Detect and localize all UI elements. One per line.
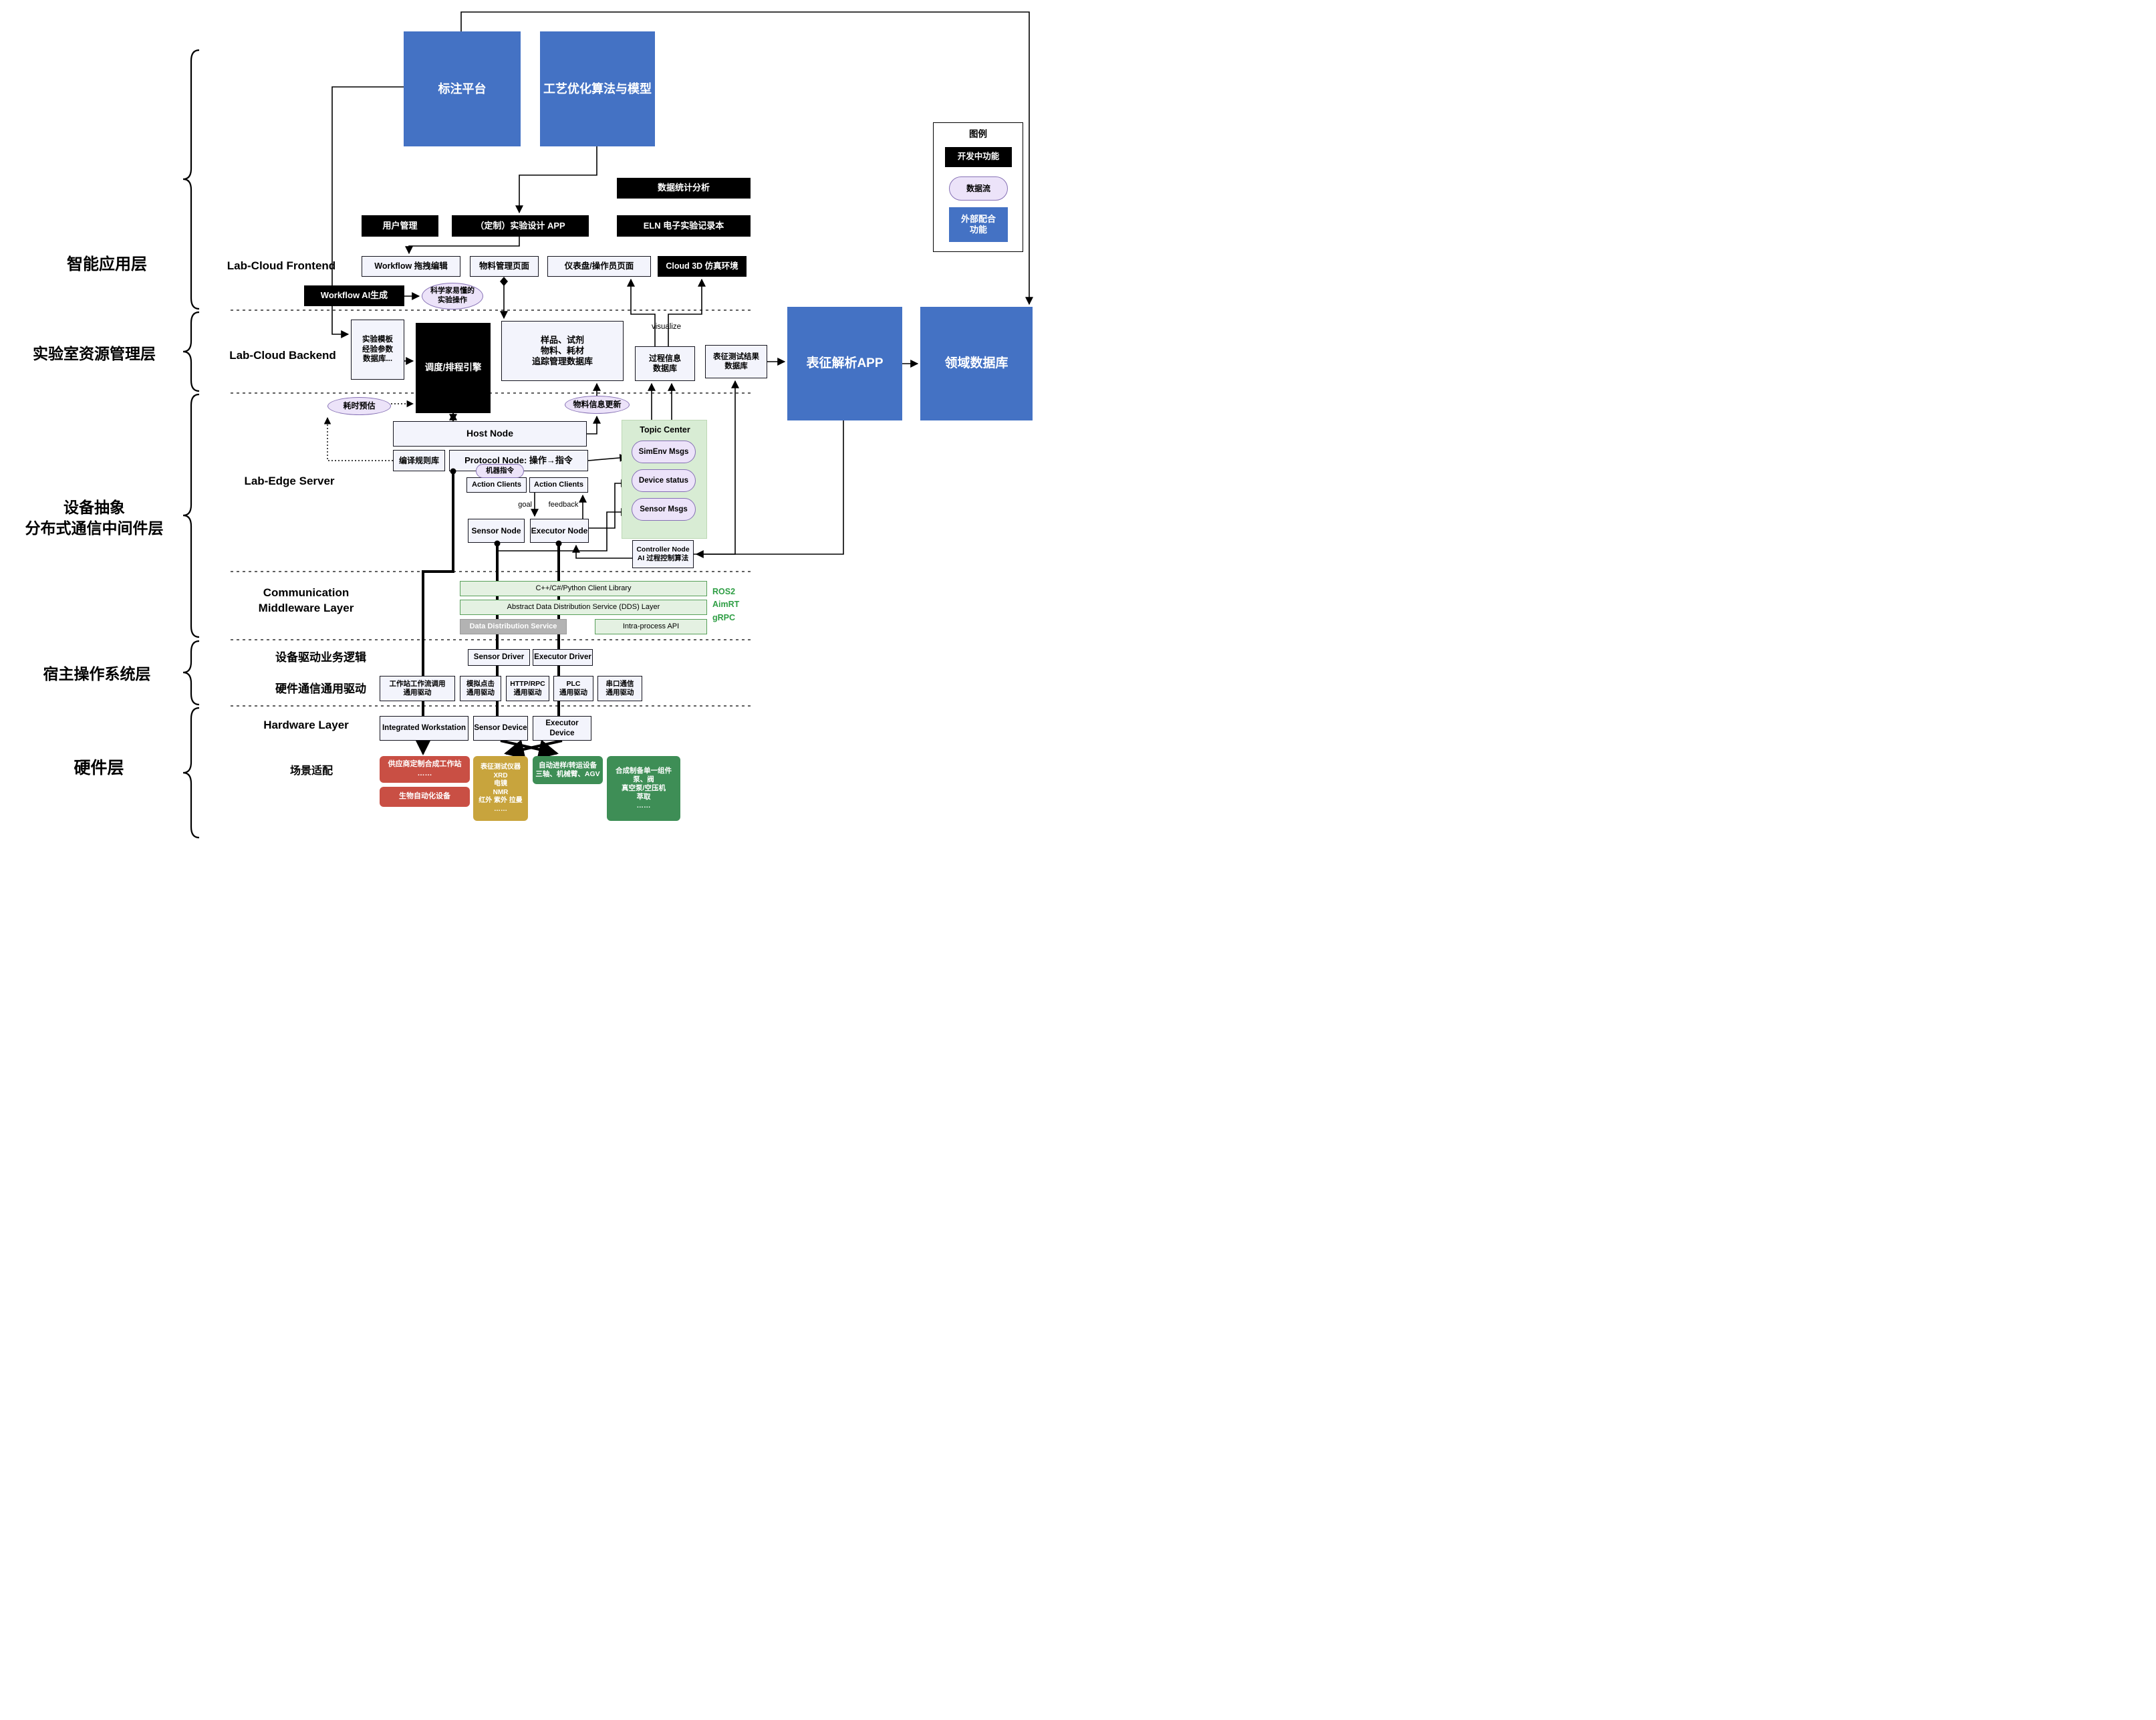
sensor-msgs-pill: Sensor Msgs <box>632 498 696 521</box>
sensor-driver-box: Sensor Driver <box>468 649 530 666</box>
legend-panel: 图例 开发中功能 数据流 外部配合 功能 <box>933 122 1023 252</box>
middleware-protocols-label: ROS2 AimRT gRPC <box>712 587 740 622</box>
dds-layer-bar: Abstract Data Distribution Service (DDS)… <box>460 600 707 615</box>
client-library-bar: C++/C#/Python Client Library <box>460 581 707 596</box>
time-estimate-pill: 耗时预估 <box>327 397 391 415</box>
data-statistics-box: 数据统计分析 <box>617 178 751 199</box>
hw-comm-driver-label: 硬件通信通用驱动 <box>275 683 366 695</box>
eln-box: ELN 电子实验记录本 <box>617 215 751 237</box>
workflow-ai-box: Workflow AI生成 <box>304 285 404 306</box>
layer-label-hardware: 硬件层 <box>74 759 124 777</box>
material-page-box: 物料管理页面 <box>470 256 539 277</box>
intra-process-api-bar: Intra-process API <box>595 619 707 634</box>
executor-device-box: Executor Device <box>533 716 591 741</box>
communication-middleware-label: Communication Middleware Layer <box>258 586 354 614</box>
integrated-workstation-box: Integrated Workstation <box>380 716 468 741</box>
layer-label-app: 智能应用层 <box>67 255 147 273</box>
lab-cloud-backend-label: Lab-Cloud Backend <box>229 349 336 362</box>
sample-tracking-db-box: 样品、试剂 物料、耗材 追踪管理数据库 <box>501 321 624 381</box>
topic-center-title: Topic Center <box>640 425 690 435</box>
legend-developing-swatch: 开发中功能 <box>945 147 1012 167</box>
synthesis-components-box: 合成制备单一组件 泵、阀 真空泵/空压机 萃取 …… <box>607 756 680 821</box>
simenv-msgs-pill: SimEnv Msgs <box>632 441 696 463</box>
sensor-device-box: Sensor Device <box>473 716 528 741</box>
action-clients-box-2: Action Clients <box>529 477 588 493</box>
legend-external-swatch: 外部配合 功能 <box>949 207 1008 242</box>
scenario-adapt-label: 场景适配 <box>289 765 333 777</box>
scientist-friendly-ops-pill: 科学家易懂的 实验操作 <box>422 283 483 310</box>
process-info-db-box: 过程信息 数据库 <box>635 346 695 381</box>
serial-driver-box: 串口通信 通用驱动 <box>597 676 642 701</box>
layer-label-resource: 实验室资源管理层 <box>33 345 156 362</box>
workflow-drag-editor-box: Workflow 拖拽编辑 <box>362 256 460 277</box>
sim-click-driver-box: 模拟点击 通用驱动 <box>460 676 501 701</box>
topic-center-panel: Topic Center SimEnv Msgs Device status S… <box>622 420 707 539</box>
cloud-3d-sim-box: Cloud 3D 仿真环境 <box>658 256 747 277</box>
hardware-layer-label: Hardware Layer <box>263 719 349 731</box>
feedback-label: feedback <box>548 501 579 509</box>
user-management-box: 用户管理 <box>362 215 438 237</box>
layer-label-hostos: 宿主操作系统层 <box>43 665 151 683</box>
data-distribution-service-bar: Data Distribution Service <box>460 619 567 634</box>
architecture-diagram: 智能应用层 实验室资源管理层 设备抽象 分布式通信中间件层 宿主操作系统层 硬件… <box>0 0 1056 856</box>
device-status-pill: Device status <box>632 469 696 492</box>
material-update-pill: 物料信息更新 <box>565 396 630 414</box>
executor-driver-box: Executor Driver <box>533 649 593 666</box>
diamond-connector <box>500 277 508 286</box>
domain-database-box: 领域数据库 <box>920 307 1033 420</box>
action-clients-box-1: Action Clients <box>466 477 527 493</box>
sensor-node-box: Sensor Node <box>468 519 525 543</box>
experiment-template-db-box: 实验模板 经验参数 数据库... <box>351 320 404 380</box>
legend-title: 图例 <box>969 129 987 139</box>
http-rpc-driver-box: HTTP/RPC 通用驱动 <box>506 676 549 701</box>
visualize-label: visualize <box>651 323 682 331</box>
bio-automation-box: 生物自动化设备 <box>380 787 470 807</box>
layer-braces <box>182 49 200 839</box>
auto-transfer-equipment-box: 自动进样/转运设备 三轴、机械臂、AGV <box>533 756 603 784</box>
lab-cloud-frontend-label: Lab-Cloud Frontend <box>227 259 336 272</box>
vendor-workstation-box: 供应商定制合成工作站 …… <box>380 756 470 783</box>
process-optimization-box: 工艺优化算法与模型 <box>540 31 655 146</box>
characterization-analysis-app-box: 表征解析APP <box>787 307 902 420</box>
custom-experiment-design-app-box: （定制）实验设计 APP <box>452 215 589 237</box>
workstation-workflow-driver-box: 工作站工作流调用 通用驱动 <box>380 676 455 701</box>
executor-node-box: Executor Node <box>530 519 589 543</box>
characterization-result-db-box: 表征测试结果 数据库 <box>705 345 767 378</box>
characterization-instruments-box: 表征测试仪器 XRD 电镜 NMR 红外 紫外 拉曼 …… <box>473 756 528 821</box>
plc-driver-box: PLC 通用驱动 <box>553 676 593 701</box>
lab-edge-server-label: Lab-Edge Server <box>244 475 335 487</box>
machine-command-pill: 机器指令 <box>476 464 524 478</box>
goal-label: goal <box>518 501 532 509</box>
dashboard-page-box: 仪表盘/操作员页面 <box>547 256 651 277</box>
legend-dataflow-swatch: 数据流 <box>949 176 1008 201</box>
layer-label-middleware: 设备抽象 分布式通信中间件层 <box>25 499 164 537</box>
host-node-box: Host Node <box>393 421 587 447</box>
controller-node-box: Controller Node AI 过程控制算法 <box>632 540 694 568</box>
annotation-platform-box: 标注平台 <box>404 31 521 146</box>
compile-rules-box: 编译规则库 <box>393 450 445 471</box>
device-driver-logic-label: 设备驱动业务逻辑 <box>275 651 366 664</box>
scheduling-engine-box: 调度/排程引擎 <box>416 323 491 413</box>
